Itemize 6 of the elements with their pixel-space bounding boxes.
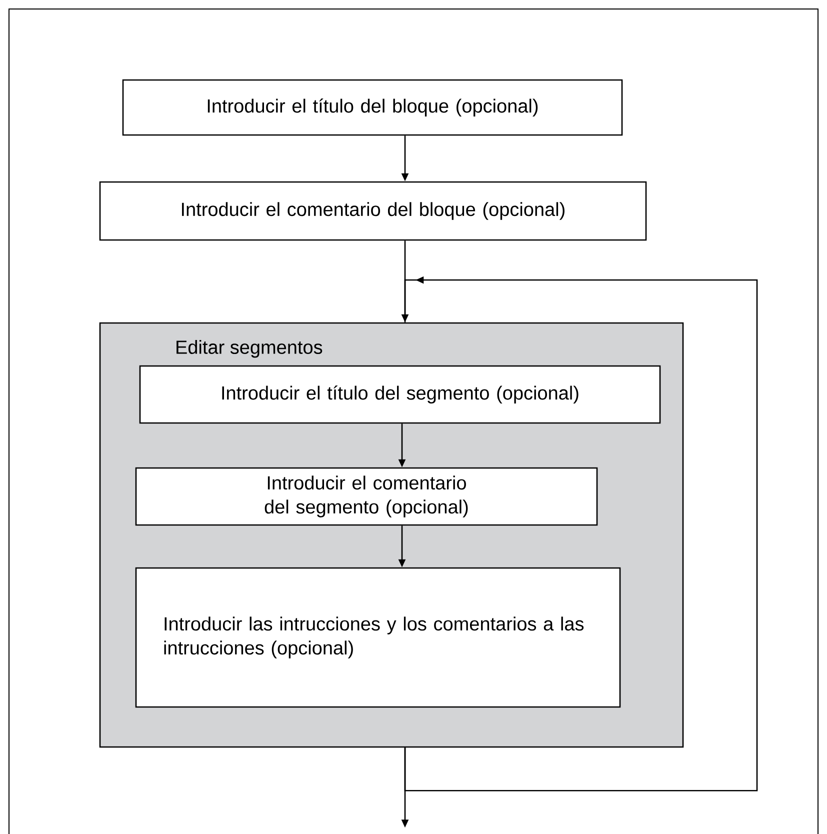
process-box: Introducir el título del segmento (opcional) xyxy=(139,365,661,424)
group-heading: Editar segmentos xyxy=(176,340,322,358)
process-box: Introducir el comentario del segmento (opcional) xyxy=(135,467,598,526)
process-box: Introducir las intrucciones y los comentarios a las intrucciones (opcional) xyxy=(135,567,621,708)
process-box: Introducir el título del bloque (opcional) xyxy=(122,79,623,136)
process-box: Introducir el comentario del bloque (opcional) xyxy=(99,181,647,241)
